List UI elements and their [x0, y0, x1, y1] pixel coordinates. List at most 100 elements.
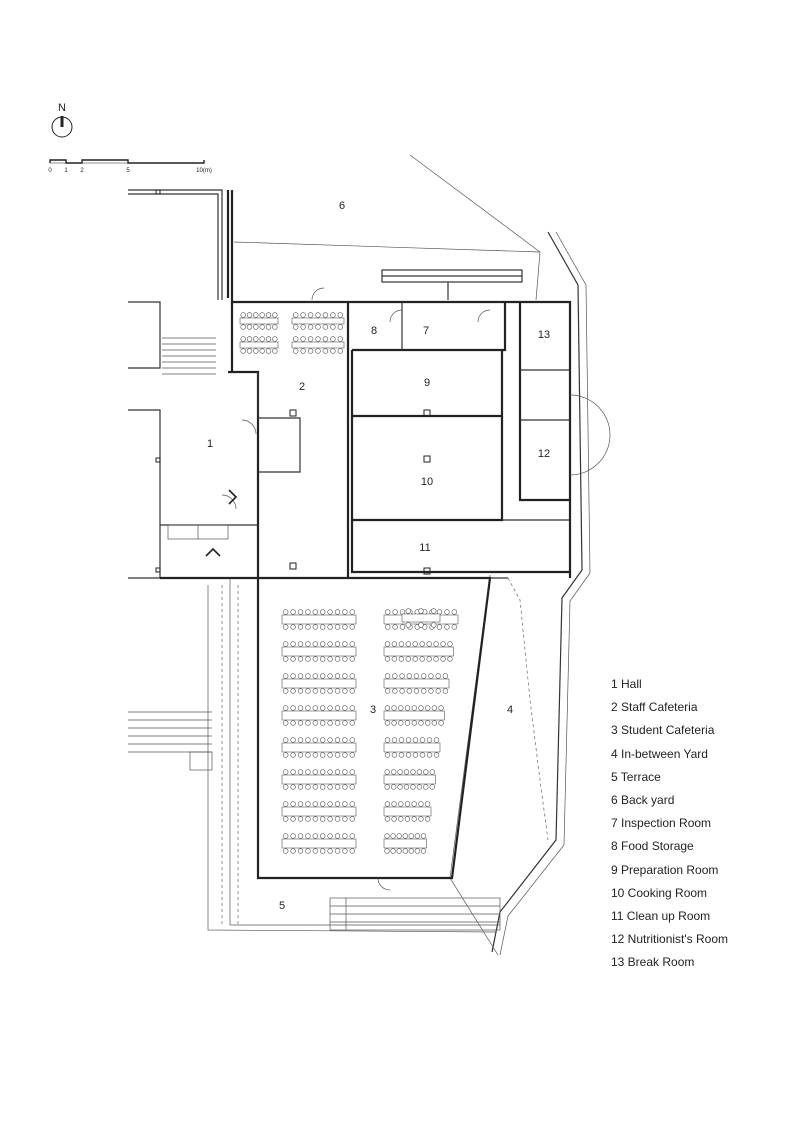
chair — [438, 720, 444, 726]
dining-table — [383, 806, 432, 817]
chair — [297, 624, 304, 630]
chair — [429, 769, 435, 775]
dining-table — [383, 774, 436, 785]
chair — [349, 688, 355, 694]
dining-table — [383, 838, 427, 849]
chair — [396, 848, 402, 854]
chair — [283, 656, 289, 662]
chair — [398, 816, 404, 822]
chair — [384, 833, 390, 839]
chair — [320, 705, 326, 711]
chair — [320, 833, 326, 839]
chair — [436, 624, 443, 630]
chair — [419, 641, 425, 647]
chair — [349, 769, 355, 775]
chair — [312, 688, 318, 694]
chair — [283, 720, 289, 726]
chair — [385, 624, 391, 630]
chair — [411, 801, 417, 807]
chair — [399, 609, 406, 615]
chair — [327, 752, 333, 758]
chair — [330, 336, 336, 342]
chair — [426, 656, 432, 662]
chair — [384, 784, 390, 790]
chair — [327, 673, 333, 679]
chair — [404, 816, 411, 822]
chair — [290, 673, 296, 679]
chair — [435, 688, 441, 694]
chair — [418, 720, 424, 726]
chair — [307, 348, 314, 354]
chair — [330, 348, 336, 354]
chair — [290, 833, 296, 839]
chair — [411, 816, 417, 822]
room-number-11: 11 — [419, 542, 430, 554]
chair — [305, 720, 311, 726]
room-number-4: 4 — [507, 704, 513, 716]
dining-table — [281, 646, 357, 657]
chair — [334, 833, 341, 839]
chair — [391, 769, 397, 775]
dining-table — [383, 742, 441, 753]
chair — [384, 641, 391, 647]
legend-item: 10 Cooking Room — [611, 885, 708, 900]
chair — [337, 336, 343, 342]
chair — [297, 688, 304, 694]
chair — [342, 673, 348, 679]
chair — [397, 769, 403, 775]
dining-table — [291, 341, 345, 349]
chair — [392, 624, 398, 630]
chair — [440, 656, 446, 662]
chair — [391, 752, 398, 758]
chair — [405, 752, 412, 758]
chair — [391, 641, 398, 647]
chair — [418, 622, 424, 628]
chair — [384, 720, 391, 726]
chair — [259, 336, 265, 342]
chair — [305, 848, 311, 854]
chair — [342, 737, 348, 743]
chair — [334, 673, 341, 679]
chair — [412, 737, 419, 743]
chair — [297, 673, 304, 679]
chair — [390, 833, 396, 839]
chair — [283, 816, 289, 822]
chair — [425, 720, 431, 726]
chair — [312, 609, 318, 615]
chair — [293, 336, 299, 342]
chair — [272, 336, 278, 342]
chair — [253, 312, 259, 318]
chair — [305, 769, 311, 775]
chair — [342, 801, 348, 807]
chair — [283, 784, 289, 790]
chair — [384, 801, 391, 807]
scale-tick-1: 1 — [64, 168, 68, 174]
chair — [398, 641, 405, 647]
chair — [384, 737, 391, 743]
chair — [421, 673, 427, 679]
chair — [290, 641, 296, 647]
chair — [312, 816, 318, 822]
legend-item: 2 Staff Cafeteria — [611, 700, 698, 715]
chair — [420, 833, 427, 839]
chair — [433, 656, 439, 662]
chair — [265, 324, 272, 330]
chair — [342, 752, 348, 758]
room-number-7: 7 — [423, 325, 429, 337]
legend-item: 4 In-between Yard — [611, 746, 708, 761]
chair — [337, 312, 343, 318]
chair — [411, 720, 417, 726]
furniture-tables — [239, 312, 459, 854]
chair — [413, 673, 420, 679]
chair — [253, 324, 259, 330]
chair — [391, 737, 398, 743]
chair — [342, 656, 348, 662]
chair — [290, 624, 296, 630]
chair — [327, 609, 333, 615]
chair — [342, 641, 348, 647]
chair — [320, 688, 326, 694]
chair — [305, 641, 311, 647]
chair — [429, 784, 435, 790]
chair — [297, 609, 304, 615]
chair — [320, 752, 326, 758]
